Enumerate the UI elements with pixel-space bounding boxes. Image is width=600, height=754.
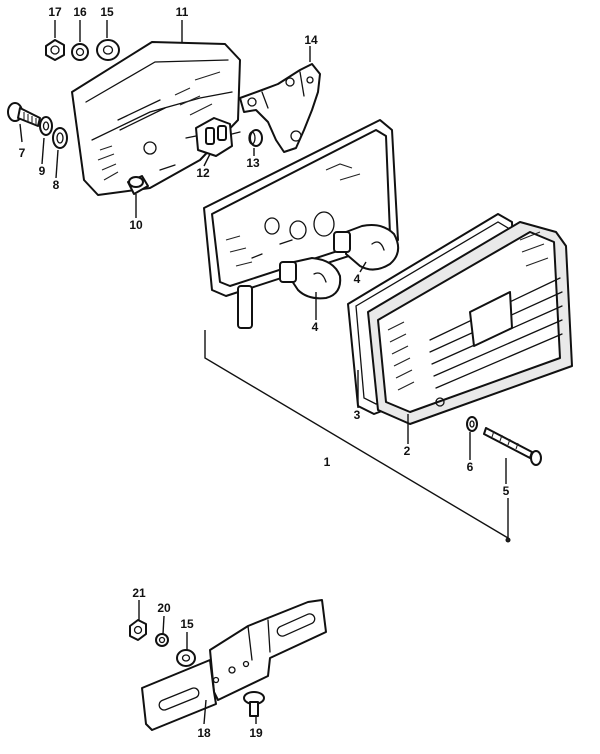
bulb-lower	[279, 257, 342, 300]
lock-washer-9	[39, 116, 53, 136]
lock-washer-20	[155, 633, 169, 647]
mounting-bracket	[239, 63, 321, 153]
grommet	[248, 129, 263, 147]
callout-9: 9	[39, 164, 46, 178]
assembly-bracket-line	[204, 330, 511, 543]
callout-1: 1	[324, 455, 331, 469]
callout-7: 7	[19, 146, 26, 160]
washer-8	[52, 127, 68, 149]
callout-labels: 1 2 3 4 4 5 6 7 8 9 10 11 12 13 14 15 15…	[19, 5, 510, 740]
long-screw-5	[483, 427, 542, 466]
license-bracket	[141, 599, 327, 731]
callout-6: 6	[467, 460, 474, 474]
nut-21	[129, 619, 147, 641]
callout-14: 14	[304, 33, 318, 47]
callout-12: 12	[196, 166, 210, 180]
callout-5: 5	[503, 484, 510, 498]
bolt-19	[243, 691, 265, 717]
callout-2: 2	[404, 444, 411, 458]
callout-4-upper: 4	[354, 272, 361, 286]
callout-18: 18	[197, 726, 211, 740]
washer-15-bottom	[176, 649, 196, 667]
lock-washer-16	[71, 43, 89, 61]
callout-8: 8	[53, 178, 60, 192]
tail-lamp-lens	[367, 221, 573, 425]
callout-19: 19	[249, 726, 263, 740]
callout-11: 11	[176, 5, 189, 19]
callout-15-bottom: 15	[180, 617, 194, 631]
callout-20: 20	[157, 601, 171, 615]
callout-17: 17	[48, 5, 62, 19]
washer-15-top	[96, 39, 120, 61]
washer-6	[466, 416, 478, 432]
leader-lines	[19, 20, 507, 725]
callout-15-top: 15	[100, 5, 114, 19]
nut-17	[45, 39, 65, 61]
callout-21: 21	[132, 586, 146, 600]
callout-16: 16	[73, 5, 87, 19]
callout-13: 13	[246, 156, 260, 170]
bulb-upper	[333, 224, 400, 271]
callout-4-lower: 4	[312, 320, 319, 334]
bushing	[127, 175, 149, 195]
screw-7	[7, 102, 41, 127]
callout-10: 10	[129, 218, 143, 232]
callout-3: 3	[354, 408, 361, 422]
bulb-socket	[185, 117, 241, 157]
